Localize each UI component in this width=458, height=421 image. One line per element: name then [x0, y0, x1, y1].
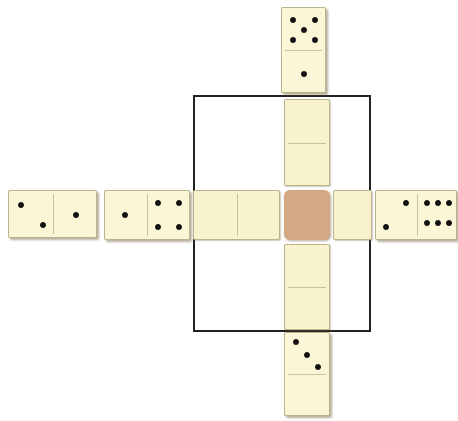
- domino-divider: [417, 194, 418, 236]
- pip: [155, 200, 161, 206]
- pip: [304, 352, 310, 358]
- domino-left-outer[interactable]: [8, 190, 97, 238]
- empty-slot-lower[interactable]: [284, 244, 330, 330]
- empty-slot-left[interactable]: [193, 190, 280, 240]
- domino-top[interactable]: [281, 7, 326, 93]
- slot-divider: [288, 287, 326, 288]
- pip: [446, 220, 452, 226]
- pip: [290, 37, 296, 43]
- pip: [293, 339, 299, 345]
- pip: [40, 222, 46, 228]
- domino-divider: [53, 194, 54, 234]
- center-spinner-tile[interactable]: [284, 190, 330, 240]
- domino-bottom[interactable]: [284, 332, 330, 416]
- pip: [176, 224, 182, 230]
- empty-slot-right[interactable]: [333, 190, 372, 240]
- pip: [73, 212, 79, 218]
- pip: [435, 200, 441, 206]
- empty-slot-upper[interactable]: [284, 99, 330, 186]
- pip: [424, 200, 430, 206]
- pip: [312, 37, 318, 43]
- domino-right[interactable]: [375, 190, 457, 240]
- pip: [446, 200, 452, 206]
- domino-left-inner[interactable]: [104, 190, 190, 240]
- pip: [301, 27, 307, 33]
- domino-divider: [285, 50, 322, 51]
- domino-divider: [147, 194, 148, 236]
- pip: [176, 200, 182, 206]
- pip: [122, 212, 128, 218]
- pip: [155, 224, 161, 230]
- pip: [424, 220, 430, 226]
- pip: [383, 224, 389, 230]
- pip: [315, 364, 321, 370]
- domino-divider: [288, 374, 326, 375]
- slot-divider: [237, 194, 238, 236]
- pip: [301, 71, 307, 77]
- pip: [435, 220, 441, 226]
- pip: [312, 17, 318, 23]
- slot-divider: [288, 143, 326, 144]
- pip: [403, 200, 409, 206]
- pip: [290, 17, 296, 23]
- pip: [18, 202, 24, 208]
